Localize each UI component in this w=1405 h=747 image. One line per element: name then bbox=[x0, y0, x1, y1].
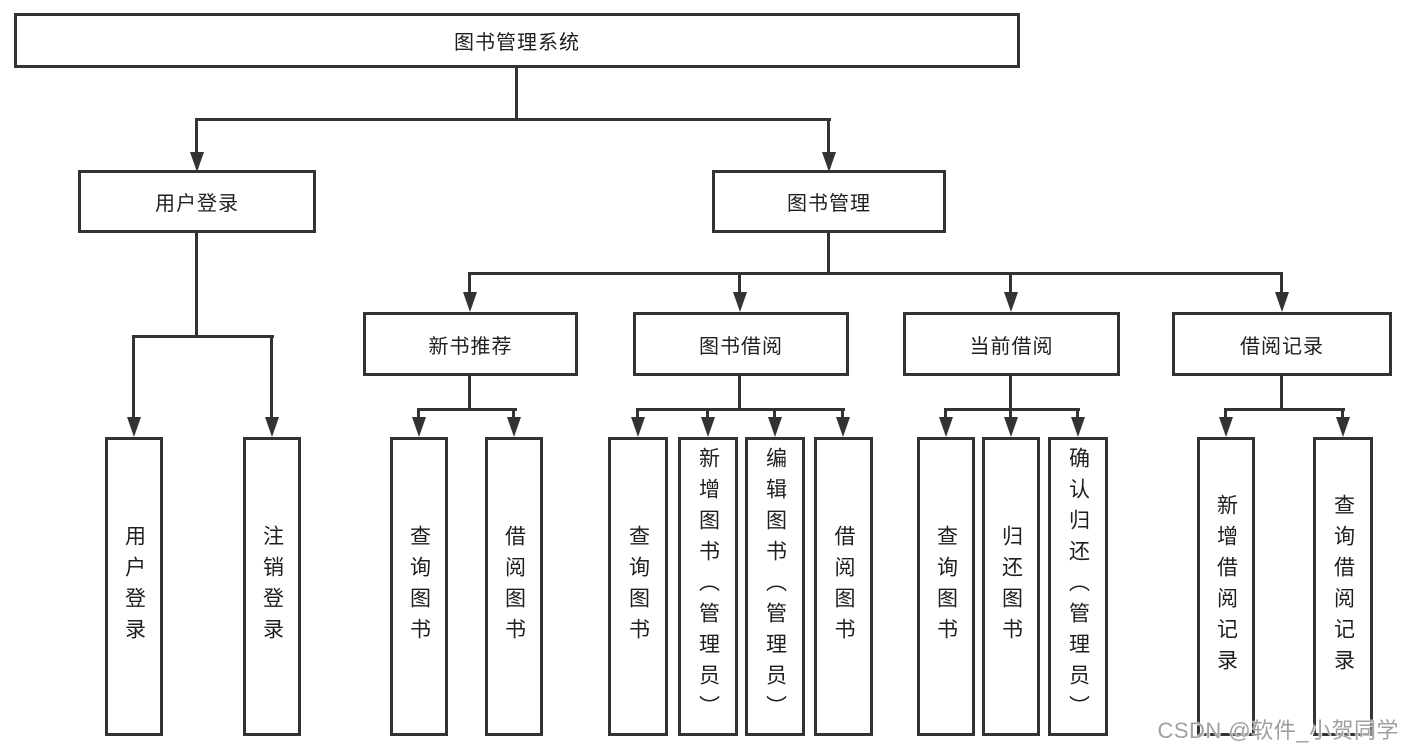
node-label: 新书推荐 bbox=[428, 335, 513, 358]
arrow-down-icon bbox=[822, 152, 836, 172]
connector-line bbox=[827, 233, 830, 274]
arrow-down-icon bbox=[507, 417, 521, 437]
arrow-down-icon bbox=[463, 292, 477, 312]
connector-line bbox=[636, 408, 845, 411]
node-logout-leaf: 注销登录 bbox=[243, 437, 301, 736]
connector-line bbox=[944, 408, 1080, 411]
arrow-down-icon bbox=[1004, 292, 1018, 312]
connector-line bbox=[1224, 408, 1345, 411]
connector-line bbox=[515, 68, 518, 118]
connector-line bbox=[195, 233, 198, 335]
connector-line bbox=[738, 272, 741, 292]
connector-line bbox=[132, 335, 135, 419]
node-label: 用户登录 bbox=[155, 193, 239, 215]
node-borrow-book-leaf: 借阅图书 bbox=[814, 437, 873, 736]
node-book-borrowing: 图书借阅 bbox=[633, 312, 849, 376]
node-edit-book-admin-leaf: 编辑图书（管理员） bbox=[745, 437, 805, 736]
arrow-down-icon bbox=[701, 417, 715, 437]
connector-line bbox=[1280, 272, 1283, 292]
connector-line bbox=[468, 376, 471, 411]
arrow-down-icon bbox=[939, 417, 953, 437]
node-label: 查询图书 bbox=[626, 524, 650, 649]
node-label: 编辑图书（管理员） bbox=[763, 447, 787, 726]
connector-line bbox=[636, 408, 639, 420]
connector-line bbox=[195, 118, 198, 152]
arrow-down-icon bbox=[190, 152, 204, 172]
node-label: 图书借阅 bbox=[699, 335, 783, 358]
node-label: 新增图书（管理员） bbox=[696, 447, 720, 726]
node-label: 确认归还（管理员） bbox=[1066, 447, 1090, 726]
node-borrowing-records: 借阅记录 bbox=[1172, 312, 1392, 376]
node-label: 归还图书 bbox=[999, 524, 1023, 649]
connector-line bbox=[468, 272, 1283, 275]
connector-line bbox=[417, 408, 517, 411]
connector-line bbox=[195, 118, 831, 121]
connector-line bbox=[1009, 376, 1012, 411]
connector-line bbox=[738, 376, 741, 411]
node-query-book-leaf: 查询图书 bbox=[917, 437, 975, 736]
node-label: 查询图书 bbox=[407, 524, 431, 649]
node-root: 图书管理系统 bbox=[14, 13, 1020, 68]
connector-line bbox=[1224, 408, 1227, 420]
node-query-book-leaf: 查询图书 bbox=[390, 437, 448, 736]
connector-line bbox=[270, 335, 273, 419]
arrow-down-icon bbox=[733, 292, 747, 312]
connector-line bbox=[132, 335, 274, 338]
arrow-down-icon bbox=[836, 417, 850, 437]
connector-line bbox=[773, 408, 776, 420]
connector-line bbox=[417, 408, 420, 420]
arrow-down-icon bbox=[1071, 417, 1085, 437]
arrow-down-icon bbox=[127, 417, 141, 437]
node-root-label: 图书管理系统 bbox=[454, 32, 580, 54]
node-return-book-leaf: 归还图书 bbox=[982, 437, 1040, 736]
node-add-borrow-record-leaf: 新增借阅记录 bbox=[1197, 437, 1255, 736]
connector-line bbox=[827, 118, 830, 152]
connector-line bbox=[706, 408, 709, 420]
node-label: 新增借阅记录 bbox=[1214, 493, 1238, 680]
connector-line bbox=[512, 408, 515, 420]
node-label: 用户登录 bbox=[122, 524, 146, 649]
node-label: 借阅图书 bbox=[832, 524, 855, 649]
node-new-book-recommend: 新书推荐 bbox=[363, 312, 578, 376]
node-query-book-leaf: 查询图书 bbox=[608, 437, 668, 736]
node-current-borrowing: 当前借阅 bbox=[903, 312, 1120, 376]
arrow-down-icon bbox=[1275, 292, 1289, 312]
arrow-down-icon bbox=[265, 417, 279, 437]
node-borrow-book-leaf: 借阅图书 bbox=[485, 437, 543, 736]
csdn-watermark: CSDN @软件_小贺同学 bbox=[1157, 718, 1399, 743]
node-query-borrow-record-leaf: 查询借阅记录 bbox=[1313, 437, 1373, 736]
connector-line bbox=[1009, 272, 1012, 292]
node-user-login-branch: 用户登录 bbox=[78, 170, 316, 233]
arrow-down-icon bbox=[412, 417, 426, 437]
node-user-login-leaf: 用户登录 bbox=[105, 437, 163, 736]
node-label: 注销登录 bbox=[260, 524, 284, 649]
arrow-down-icon bbox=[631, 417, 645, 437]
connector-line bbox=[1341, 408, 1344, 420]
node-label: 借阅图书 bbox=[502, 524, 526, 649]
node-label: 查询借阅记录 bbox=[1331, 493, 1355, 680]
node-confirm-return-admin-leaf: 确认归还（管理员） bbox=[1048, 437, 1108, 736]
connector-line bbox=[1009, 408, 1012, 420]
connector-line bbox=[841, 408, 844, 420]
arrow-down-icon bbox=[1219, 417, 1233, 437]
node-label: 借阅记录 bbox=[1240, 335, 1324, 358]
arrow-down-icon bbox=[1004, 417, 1018, 437]
node-add-book-admin-leaf: 新增图书（管理员） bbox=[678, 437, 738, 736]
connector-line bbox=[468, 272, 471, 292]
connector-line bbox=[944, 408, 947, 420]
node-label: 图书管理 bbox=[787, 193, 871, 215]
connector-line bbox=[1076, 408, 1079, 420]
arrow-down-icon bbox=[768, 417, 782, 437]
connector-line bbox=[1280, 376, 1283, 411]
node-book-management-branch: 图书管理 bbox=[712, 170, 946, 233]
arrow-down-icon bbox=[1336, 417, 1350, 437]
node-label: 当前借阅 bbox=[969, 335, 1054, 358]
node-label: 查询图书 bbox=[934, 524, 958, 649]
